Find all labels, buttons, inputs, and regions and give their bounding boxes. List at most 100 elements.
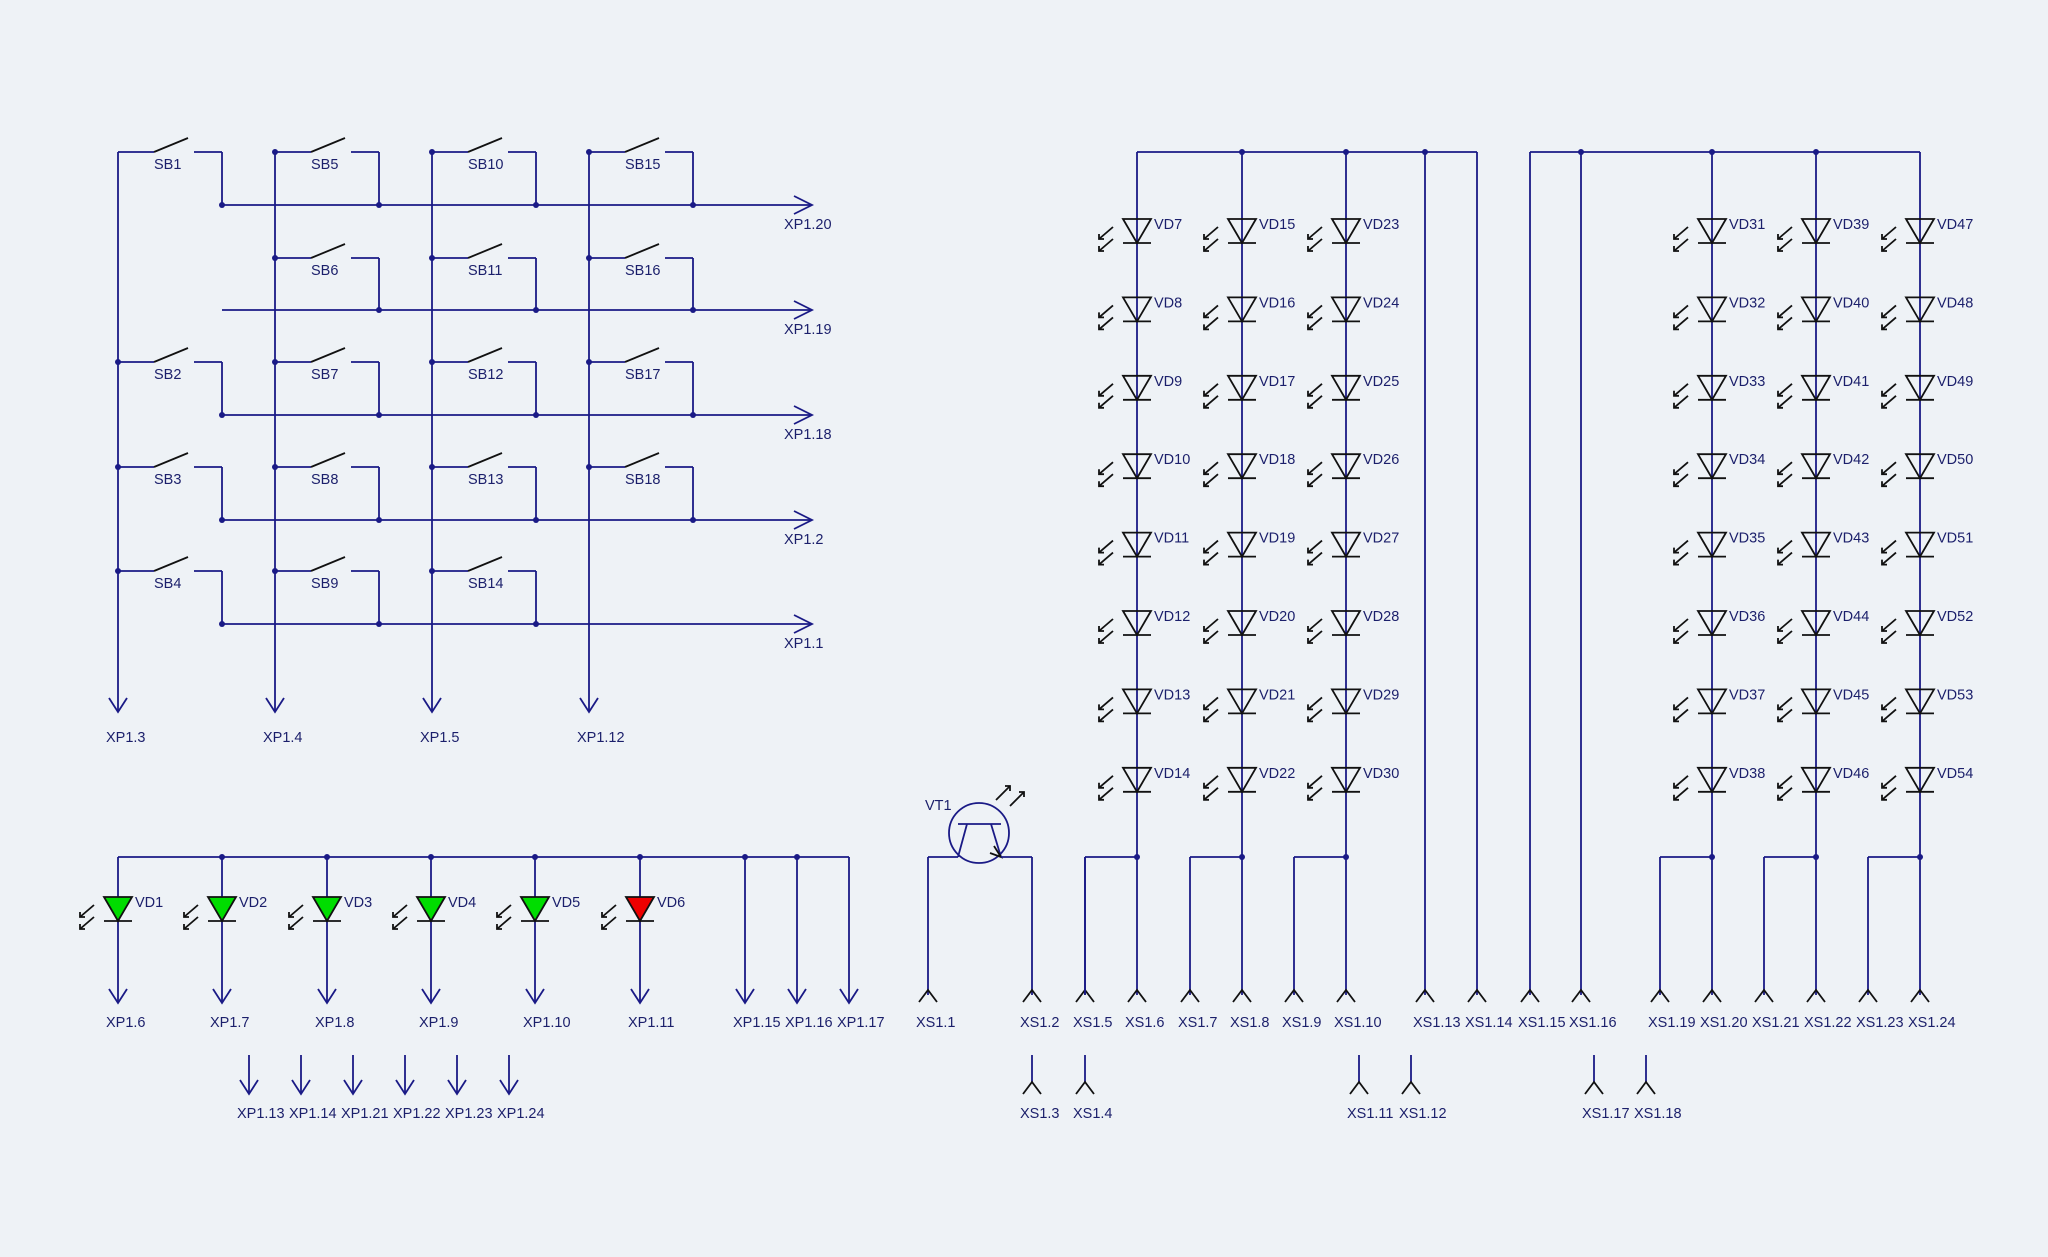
led-body <box>415 896 447 923</box>
wire-path <box>735 988 755 1005</box>
wire-path <box>499 1079 519 1096</box>
wire-path <box>1307 324 1313 331</box>
junction-dot <box>1239 854 1245 860</box>
wire-path <box>1673 630 1689 644</box>
led-body <box>1904 296 1936 324</box>
wire-path <box>1307 638 1313 644</box>
wire-path <box>1881 226 1897 240</box>
wire-path <box>1673 547 1679 554</box>
led-vd21: VD21 <box>1203 687 1295 723</box>
wire-path <box>1009 791 1025 807</box>
phototransistor-vt1: VT1 <box>925 785 1033 995</box>
led-vd2: VD2 <box>183 895 267 930</box>
wire-path <box>1203 461 1219 475</box>
wire-path <box>1881 238 1897 252</box>
wire-path <box>1467 988 1487 1003</box>
led-vd20: VD20 <box>1203 609 1295 644</box>
socket-label: XS1.2 <box>1020 1015 1060 1031</box>
led-body <box>1800 766 1832 794</box>
led-vd7: VD7 <box>1098 217 1182 252</box>
wire-path <box>1777 708 1793 723</box>
led-vd40: VD40 <box>1777 295 1869 331</box>
wire-path <box>1098 461 1114 475</box>
led-vd34: VD34 <box>1673 452 1765 488</box>
wire-path <box>1777 461 1793 475</box>
wire-path <box>1673 794 1679 801</box>
wire-path <box>1702 988 1722 1003</box>
connector-label: XP1.23 <box>445 1106 493 1122</box>
wire-path <box>1284 988 1304 1003</box>
led-vd25: VD25 <box>1307 374 1399 409</box>
wire-path <box>1307 226 1323 240</box>
switch-label: SB8 <box>311 472 338 488</box>
wire-path <box>1098 787 1114 801</box>
led-vd45: VD45 <box>1777 687 1869 723</box>
wire-path <box>1075 1080 1095 1095</box>
wire-path <box>1881 794 1887 801</box>
push-switch-sb6: SB6 <box>272 243 382 313</box>
switch-label: SB6 <box>311 263 338 279</box>
switch-label: SB18 <box>625 472 660 488</box>
led-body <box>1226 453 1258 480</box>
switch-label: SB16 <box>625 263 660 279</box>
wire-path <box>1307 782 1313 789</box>
led-label: VD23 <box>1363 217 1399 233</box>
wire-path <box>1673 234 1679 240</box>
wire-path <box>1673 304 1689 319</box>
led-label: VD19 <box>1259 531 1295 547</box>
wire-path <box>1777 383 1793 397</box>
wire-path <box>1881 775 1897 789</box>
led-body <box>624 896 656 923</box>
junction-dot <box>1343 854 1349 860</box>
led-label: VD33 <box>1729 374 1765 390</box>
junction-dot <box>429 255 435 261</box>
wire-path <box>239 1079 259 1096</box>
wire-path <box>1881 461 1897 475</box>
connector-label: XP1.15 <box>733 1015 781 1031</box>
wire-path <box>1307 704 1313 711</box>
wire-path <box>1673 390 1679 397</box>
wire-path <box>1910 988 1930 1003</box>
led-label: VD54 <box>1937 766 1973 782</box>
wire-path <box>467 452 503 468</box>
wire-path <box>1307 716 1313 723</box>
wire-path <box>1881 304 1897 319</box>
led-vd33: VD33 <box>1673 374 1765 409</box>
switch-label: SB10 <box>468 157 503 173</box>
junction-dot <box>690 412 696 418</box>
wire-path <box>1673 226 1689 240</box>
wire-path <box>1349 1080 1369 1095</box>
led-label: VD35 <box>1729 531 1765 547</box>
wire-path <box>1673 246 1679 252</box>
wire-path <box>1881 716 1887 723</box>
led-vd1: VD1 <box>79 895 163 930</box>
led-body <box>1121 453 1153 480</box>
led-body <box>102 896 134 923</box>
led-vd19: VD19 <box>1203 531 1295 566</box>
wire-path <box>1203 626 1209 632</box>
wire-path <box>1307 551 1323 566</box>
wire-path <box>1203 469 1209 476</box>
junction-dot <box>115 359 121 365</box>
switch-label: SB1 <box>154 157 181 173</box>
wire-path <box>1858 988 1878 1003</box>
wire-path <box>1584 1080 1604 1095</box>
led-vd43: VD43 <box>1777 531 1869 566</box>
junction-dot <box>637 854 643 860</box>
led-body <box>1121 218 1153 245</box>
led-vd12: VD12 <box>1098 609 1190 644</box>
led-body <box>1800 610 1832 637</box>
wire-path <box>265 697 285 714</box>
wire-path <box>1673 481 1679 488</box>
wire-path <box>1673 539 1689 554</box>
wire-path <box>183 916 199 930</box>
led-body <box>1904 374 1936 402</box>
led-label: VD51 <box>1937 531 1973 547</box>
connector-label: XP1.7 <box>210 1015 250 1031</box>
wire-path <box>1098 234 1104 240</box>
led-vd30: VD30 <box>1307 766 1399 801</box>
led-label: VD26 <box>1363 452 1399 468</box>
wire-path <box>496 916 512 930</box>
wire-path <box>1881 390 1887 397</box>
wire-path <box>1307 618 1323 632</box>
